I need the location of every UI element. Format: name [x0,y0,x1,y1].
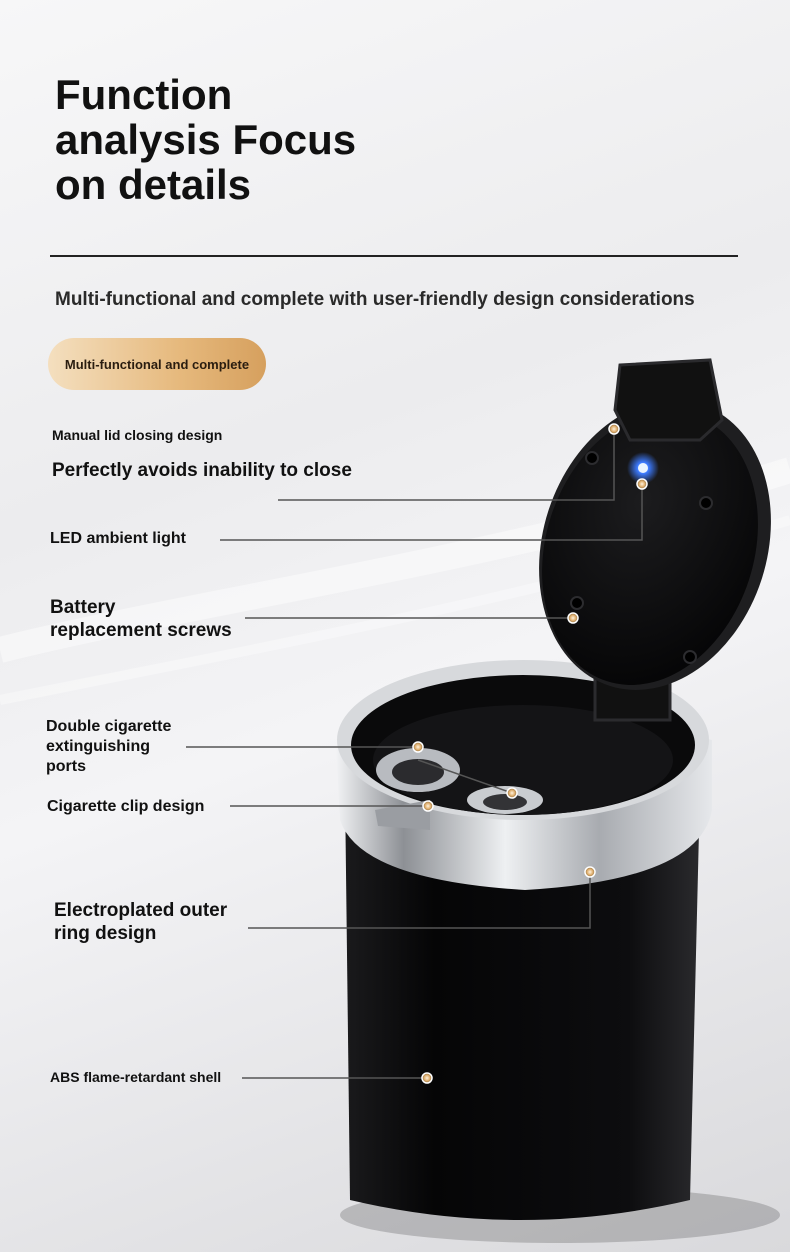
page-subtitle: Multi-functional and complete with user-… [55,289,695,310]
title-line: Function [55,71,233,118]
cigarette-clip-label: Cigarette clip design [47,798,205,815]
battery-screws-label: Battery replacement screws [50,597,232,641]
lid-benefit-label: Perfectly avoids inability to close [52,460,352,481]
extinguishing-ports-label: Double cigarette extinguishing ports [46,718,172,775]
title-line: analysis Focus [55,116,357,163]
feature-badge: Multi-functional and complete [48,338,266,390]
led-light-label: LED ambient light [50,530,186,547]
title-line: on details [55,161,252,208]
outer-ring-label: Electroplated outer ring design [54,900,228,944]
lid-design-label: Manual lid closing design [52,427,223,443]
abs-shell-label: ABS flame-retardant shell [50,1069,222,1085]
divider [50,255,738,257]
page-title: Function analysis Focus on details [55,72,356,207]
